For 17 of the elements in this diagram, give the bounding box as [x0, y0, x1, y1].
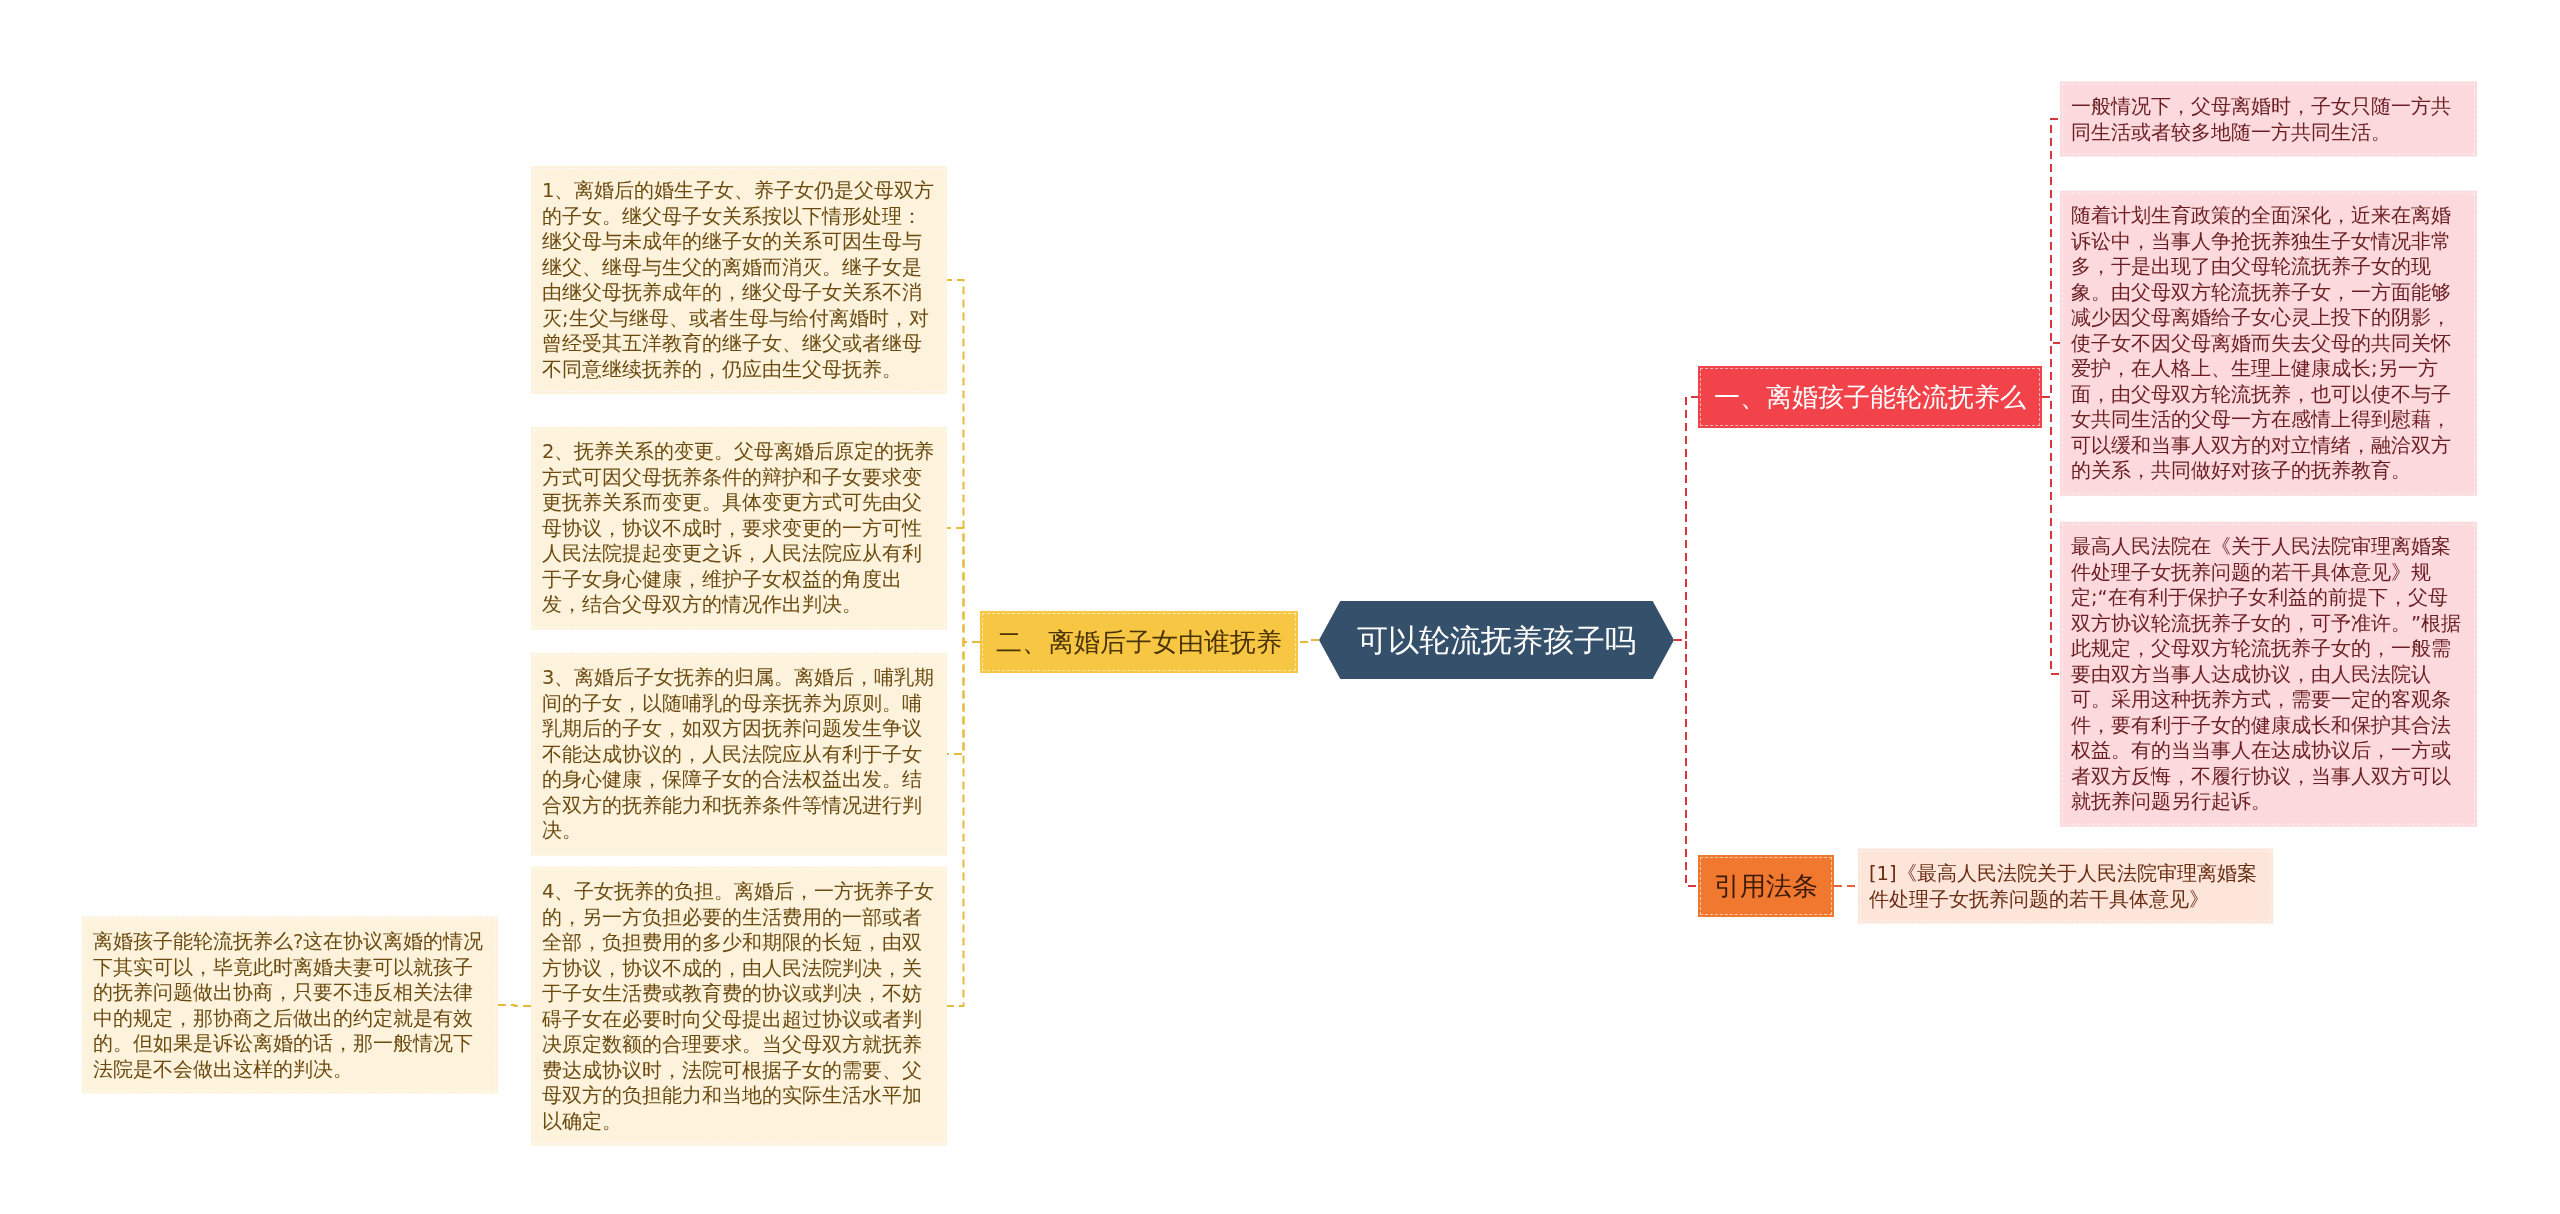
connector-line [2041, 396, 2061, 675]
text-card: 随着计划生育政策的全面深化，近来在离婚诉讼中，当事人争抢抚养独生子女情况非常多，于是出现了由父母轮流抚养子女的现象。由父母双方轮流抚养子女，一方面能够减少因父母离婚给子女心灵上投下的阴影，使子女不因父母离婚而失去父母的共同关怀爱护，在人格上、生理上健康成长;另一方面，由父母双方轮流抚养，也可以使不与子女共同生活的父母一方在感情上得到慰藉，可以缓和当事人双方的对立情绪，融洽双方的关系，共同做好对孩子的抚养教育。 [2060, 190, 2477, 496]
text-card: 4、子女抚养的负担。离婚后，一方抚养子女的，另一方负担必要的生活费用的一部或者全部，负担费用的多少和期限的长短，由双方协议，协议不成的，由人民法院判决，关于子女生活费或教育费的协议或判决，不妨碍子女在必要时向父母提出超过协议或者判决原定数额的合理要求。当父母双方就抚养费达成协议时，法院可根据子女的需要、父母双方的负担能力和当地的实际生活水平加以确定。 [531, 866, 947, 1146]
connector-line [497, 1004, 532, 1007]
branch-box: 一、离婚孩子能轮流抚养么 [1698, 366, 2042, 428]
topic-hexagon: 可以轮流抚养孩子吗 [1319, 601, 1674, 679]
text-card: 一般情况下，父母离婚时，子女只随一方共同生活或者较多地随一方共同生活。 [2060, 81, 2477, 157]
text-card: 1、离婚后的婚生子女、养子女仍是父母双方的子女。继父母子女关系按以下情形处理：继父母与未成年的继子女的关系可因生母与继父、继母与生父的离婚而消灭。继子女是由继父母抚养成年的，继父母子女关系不消灭;生父与继母、或者生母与给付离婚时，对曾经受其五洋教育的继子女、继父或者继母不同意继续抚养的，仍应由生父母抚养。 [531, 166, 947, 394]
text-card: 2、抚养关系的变更。父母离婚后原定的抚养方式可因父母抚养条件的辩护和子女要求变更抚养关系而变更。具体变更方式可先由父母协议，协议不成时，要求变更的一方可性人民法院提起变更之诉，人民法院应从有利于子女身心健康，维护子女权益的角度出发，结合父母双方的情况作出判决。 [531, 426, 947, 630]
text-card: [1]《最高人民法院关于人民法院审理离婚案件处理子女抚养问题的若干具体意见》 [1858, 848, 2273, 924]
text-card: 离婚孩子能轮流抚养么?这在协议离婚的情况下其实可以，毕竟此时离婚夫妻可以就孩子的抚养问题做出协商，只要不违反相关法律中的规定，那协商之后做出的约定就是有效的。但如果是诉讼离婚的话，那一般情况下法院是不会做出这样的判决。 [82, 916, 498, 1094]
branch-box: 引用法条 [1698, 855, 1834, 917]
text-card: 3、离婚后子女抚养的归属。离婚后，哺乳期间的子女，以随哺乳的母亲抚养为原则。哺乳期后的子女，如双方因抚养问题发生争议不能达成协议的，人民法院应从有利于子女的身心健康，保障子女的合法权益出发。结合双方的抚养能力和抚养条件等情况进行判决。 [531, 652, 947, 856]
text-card: 最高人民法院在《关于人民法院审理离婚案件处理子女抚养问题的若干具体意见》规定;“在有利于保护子女利益的前提下，父母双方协议轮流抚养子女的，可予准许。”根据此规定，父母双方轮流抚养子女的，一般需要由双方当事人达成协议，由人民法院认可。采用这种抚养方式，需要一定的客观条件，要有利于子女的健康成长和保护其合法权益。有的当当事人在达成协议后，一方或者双方反悔，不履行协议，当事人双方可以就抚养问题另行起诉。 [2060, 521, 2477, 827]
branch-box: 二、离婚后子女由谁抚养 [980, 611, 1298, 673]
connector-line [1673, 639, 1699, 887]
connector-line [1297, 639, 1320, 643]
